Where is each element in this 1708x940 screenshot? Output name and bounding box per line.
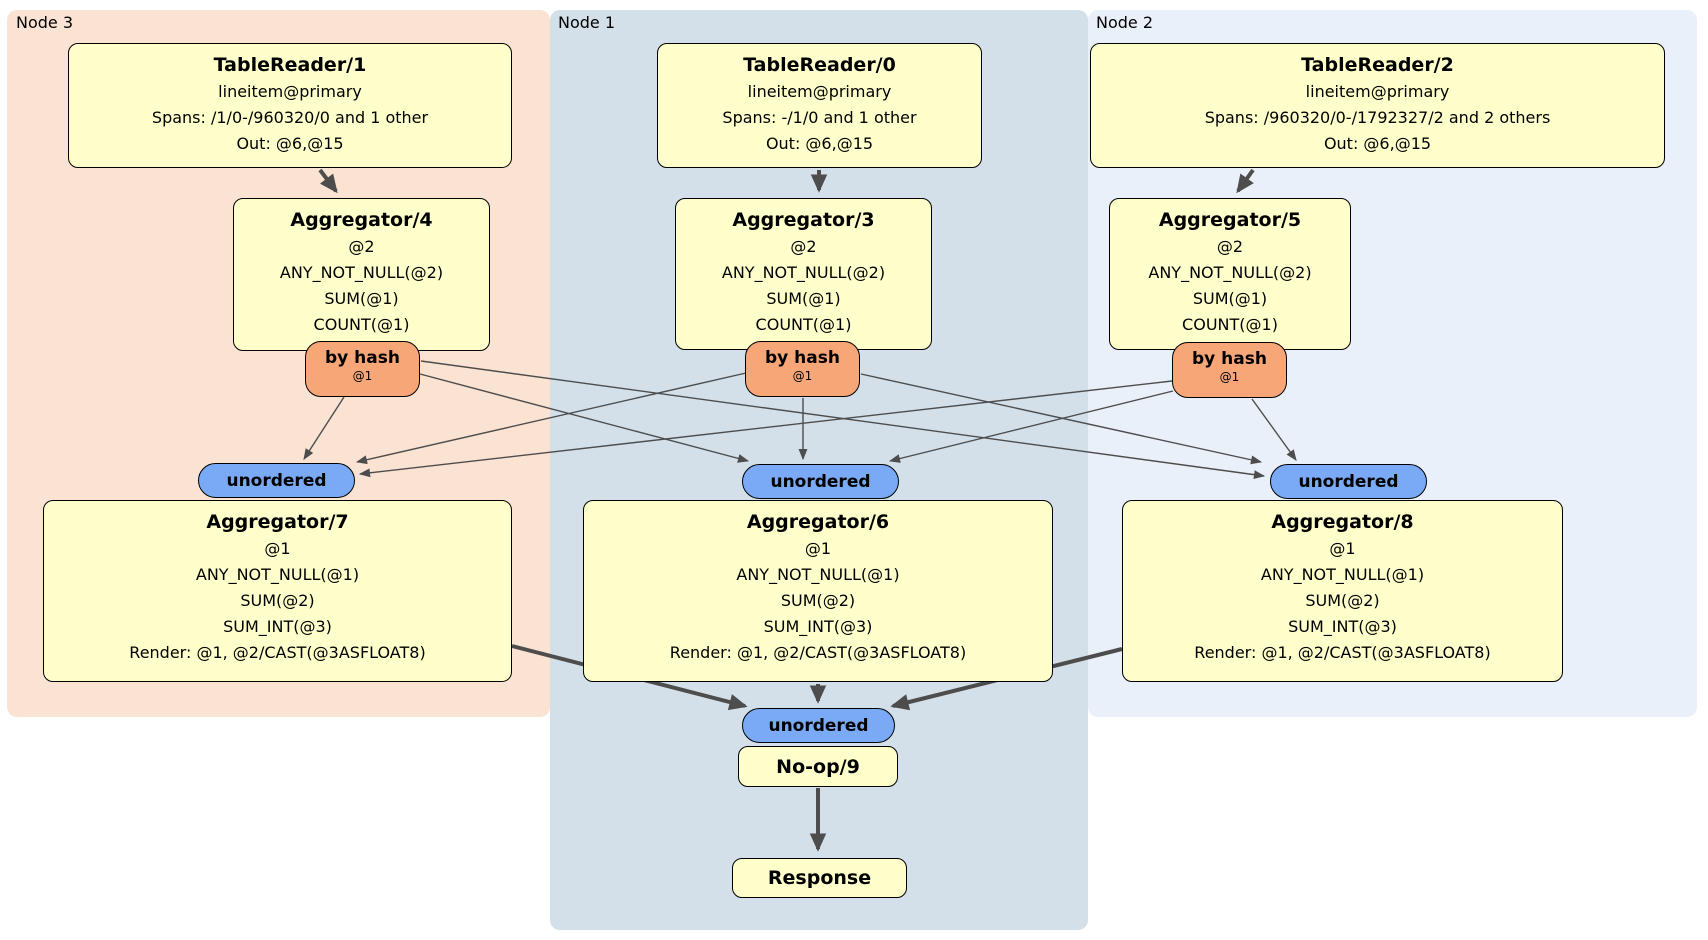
hash-router-label: by hash <box>1192 349 1267 369</box>
tablereader-2-spans: Spans: /960320/0-/1792327/2 and 2 others <box>1204 108 1551 127</box>
aggregator-7-render: Render: @1, @2/CAST(@3ASFLOAT8) <box>129 643 426 662</box>
node1-region-label: Node 1 <box>558 13 616 32</box>
hash-router-node2: by hash @1 <box>1172 342 1287 398</box>
tablereader-0-title: TableReader/0 <box>743 54 896 76</box>
aggregator-7-title: Aggregator/7 <box>206 511 349 533</box>
unordered-sync-node1: unordered <box>742 464 899 499</box>
aggregator-3-fn3: COUNT(@1) <box>755 315 852 334</box>
edge-router2-sync2 <box>1251 398 1297 461</box>
aggregator-4-group: @2 <box>348 237 375 256</box>
aggregator-5-group: @2 <box>1216 237 1244 256</box>
response-title: Response <box>767 867 872 889</box>
aggregator-7-box: Aggregator/7 @1 ANY_NOT_NULL(@1) SUM(@2)… <box>43 500 512 682</box>
aggregator-3-group: @2 <box>790 237 817 256</box>
tablereader-2-box: TableReader/2 lineitem@primary Spans: /9… <box>1090 43 1665 168</box>
aggregator-4-fn3: COUNT(@1) <box>313 315 410 334</box>
edge-router2-sync1 <box>888 390 1174 463</box>
hash-router-node1: by hash @1 <box>745 341 860 397</box>
aggregator-4-title: Aggregator/4 <box>290 209 433 231</box>
hash-router-label: by hash <box>765 348 840 368</box>
aggregator-4-box: Aggregator/4 @2 ANY_NOT_NULL(@2) SUM(@1)… <box>233 198 490 351</box>
tablereader-0-index: lineitem@primary <box>747 82 892 101</box>
aggregator-8-title: Aggregator/8 <box>1271 511 1414 533</box>
hash-router-label: by hash <box>325 348 400 368</box>
edge-tr1-agg4 <box>318 168 338 194</box>
node2-region-label: Node 2 <box>1096 13 1154 32</box>
tablereader-2-title: TableReader/2 <box>1301 54 1454 76</box>
aggregator-3-box: Aggregator/3 @2 ANY_NOT_NULL(@2) SUM(@1)… <box>675 198 932 350</box>
aggregator-7-fn2: SUM(@2) <box>240 591 315 610</box>
hash-router-columns: @1 <box>792 369 813 383</box>
aggregator-6-fn2: SUM(@2) <box>780 591 856 610</box>
aggregator-8-fn1: ANY_NOT_NULL(@1) <box>1260 565 1425 584</box>
tablereader-0-spans: Spans: -/1/0 and 1 other <box>722 108 917 127</box>
tablereader-1-out: Out: @6,@15 <box>236 134 344 153</box>
tablereader-2-out: Out: @6,@15 <box>1323 134 1432 153</box>
aggregator-8-group: @1 <box>1329 539 1356 558</box>
hash-router-columns: @1 <box>352 369 373 383</box>
response-box: Response <box>732 858 907 898</box>
aggregator-6-group: @1 <box>804 539 832 558</box>
aggregator-5-fn2: SUM(@1) <box>1192 289 1268 308</box>
tablereader-1-box: TableReader/1 lineitem@primary Spans: /1… <box>68 43 512 168</box>
aggregator-4-fn1: ANY_NOT_NULL(@2) <box>279 263 444 282</box>
aggregator-3-fn2: SUM(@1) <box>766 289 841 308</box>
tablereader-1-index: lineitem@primary <box>218 82 362 101</box>
unordered-sync-final: unordered <box>742 708 895 743</box>
unordered-sync-node2: unordered <box>1270 464 1427 499</box>
edge-tr2-agg5 <box>1236 168 1255 194</box>
tablereader-0-box: TableReader/0 lineitem@primary Spans: -/… <box>657 43 982 168</box>
hash-router-columns: @1 <box>1219 370 1240 384</box>
tablereader-0-out: Out: @6,@15 <box>765 134 874 153</box>
tablereader-1-title: TableReader/1 <box>213 54 367 76</box>
aggregator-8-render: Render: @1, @2/CAST(@3ASFLOAT8) <box>1194 643 1491 662</box>
aggregator-5-box: Aggregator/5 @2 ANY_NOT_NULL(@2) SUM(@1)… <box>1109 198 1351 350</box>
edge-router1-sync3 <box>355 372 747 465</box>
aggregator-5-title: Aggregator/5 <box>1158 209 1302 231</box>
aggregator-6-fn3: SUM_INT(@3) <box>763 617 873 636</box>
aggregator-7-group: @1 <box>264 539 291 558</box>
aggregator-5-fn1: ANY_NOT_NULL(@2) <box>1148 263 1312 282</box>
edge-router2-sync3 <box>358 380 1173 478</box>
noop-box: No-op/9 <box>738 746 898 787</box>
node3-region-label: Node 3 <box>16 13 74 32</box>
aggregator-6-fn1: ANY_NOT_NULL(@1) <box>736 565 900 584</box>
aggregator-3-fn1: ANY_NOT_NULL(@2) <box>721 263 886 282</box>
unordered-sync-node3: unordered <box>198 463 355 498</box>
tablereader-1-spans: Spans: /1/0-/960320/0 and 1 other <box>151 108 429 127</box>
aggregator-6-render: Render: @1, @2/CAST(@3ASFLOAT8) <box>669 643 967 662</box>
aggregator-7-fn1: ANY_NOT_NULL(@1) <box>195 565 360 584</box>
edge-router3-sync1 <box>419 373 750 463</box>
aggregator-6-box: Aggregator/6 @1 ANY_NOT_NULL(@1) SUM(@2)… <box>583 500 1053 682</box>
aggregator-7-fn3: SUM_INT(@3) <box>223 617 332 636</box>
aggregator-3-title: Aggregator/3 <box>732 209 875 231</box>
aggregator-5-fn3: COUNT(@1) <box>1182 315 1278 334</box>
edge-router3-sync3 <box>303 396 345 460</box>
aggregator-6-title: Aggregator/6 <box>746 511 890 533</box>
hash-router-node3: by hash @1 <box>305 341 420 397</box>
aggregator-8-fn2: SUM(@2) <box>1305 591 1380 610</box>
tablereader-2-index: lineitem@primary <box>1305 82 1450 101</box>
aggregator-8-box: Aggregator/8 @1 ANY_NOT_NULL(@1) SUM(@2)… <box>1122 500 1563 682</box>
aggregator-8-fn3: SUM_INT(@3) <box>1288 617 1397 636</box>
noop-title: No-op/9 <box>776 755 860 778</box>
aggregator-4-fn2: SUM(@1) <box>324 289 399 308</box>
